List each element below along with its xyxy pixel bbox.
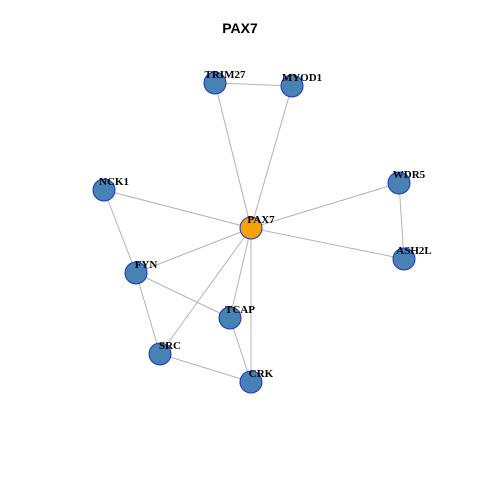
edge-trim27-pax7 [214, 82, 252, 229]
node-layer [92, 71, 416, 394]
edge-nck1-fyn [103, 189, 137, 274]
edge-pax7-ash2l [250, 227, 405, 260]
node-label-pax7: PAX7 [247, 214, 275, 226]
node-label-wdr5: WDR5 [393, 169, 426, 181]
edge-fyn-tcap [135, 272, 231, 319]
node-label-src: SRC [159, 340, 181, 352]
node-trim27[interactable] [203, 71, 227, 95]
node-ash2l[interactable] [392, 247, 416, 271]
edge-nck1-pax7 [103, 189, 252, 229]
node-label-nck1: NCK1 [99, 176, 129, 188]
edge-pax7-fyn [135, 227, 252, 274]
edge-pax7-tcap [229, 227, 252, 319]
node-fyn[interactable] [124, 261, 148, 285]
node-label-ash2l: ASH2L [396, 245, 431, 257]
edge-myod1-pax7 [250, 85, 293, 229]
edge-wdr5-ash2l [398, 182, 405, 260]
edge-trim27-myod1 [214, 82, 293, 87]
node-label-crk: CRK [249, 368, 274, 380]
edge-layer [103, 82, 405, 383]
edge-src-crk [159, 353, 252, 383]
node-pax7[interactable] [239, 216, 263, 240]
node-tcap[interactable] [218, 306, 242, 330]
node-myod1[interactable] [280, 74, 304, 98]
node-label-fyn: FYN [135, 259, 158, 271]
diagram-title: PAX7 [222, 20, 258, 36]
node-nck1[interactable] [92, 178, 116, 202]
edge-pax7-src [159, 227, 252, 355]
node-label-trim27: TRIM27 [205, 69, 246, 81]
node-wdr5[interactable] [387, 171, 411, 195]
node-label-myod1: MYOD1 [282, 72, 322, 84]
edge-wdr5-pax7 [250, 182, 400, 229]
edge-fyn-src [135, 272, 161, 355]
node-src[interactable] [148, 342, 172, 366]
node-crk[interactable] [239, 370, 263, 394]
node-label-tcap: TCAP [225, 304, 255, 316]
